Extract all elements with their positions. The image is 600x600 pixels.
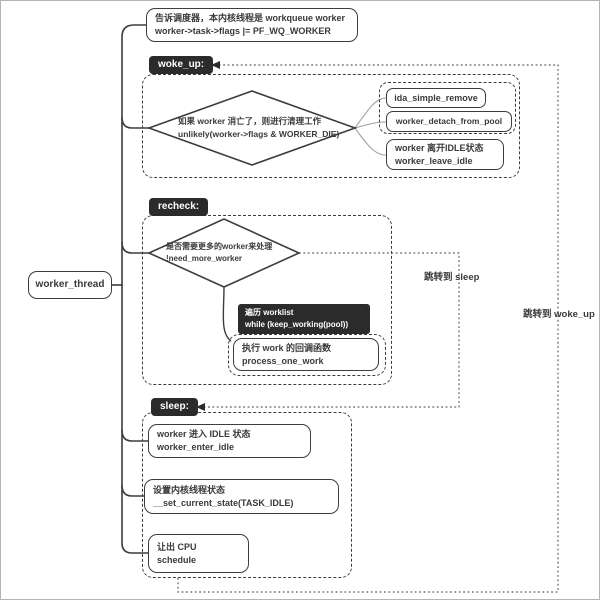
worker-enter-idle-line2: worker_enter_idle [157,442,235,452]
jump-to-sleep-line [205,252,460,408]
process-group [228,334,386,376]
top-note-box: 告诉调度器，本内核线程是 workqueue worker worker->ta… [146,8,358,42]
branch-woke-up [121,116,150,129]
worker-detach-from-pool-node: worker_detach_from_pool [386,111,512,132]
set-current-state-line2: __set_current_state(TASK_IDLE) [153,497,294,508]
worker-enter-idle-line1: worker 进入 IDLE 状态 [157,429,251,440]
top-note-line2: worker->task->flags |= PF_WQ_WORKER [155,26,331,36]
worker-detach-from-pool-label: worker_detach_from_pool [395,115,503,126]
sleep-arrowhead [196,403,205,411]
ida-simple-remove-node: ida_simple_remove [386,88,486,108]
woke-up-group [142,74,520,178]
worker-leave-idle-node: worker 离开IDLE状态 worker_leave_idle [386,139,504,170]
process-one-work-node: 执行 work 的回调函数 process_one_work [233,338,379,371]
loop-worklist-line2: while (keep_working(pool)) [245,320,349,329]
connector-to-leave-idle [354,127,387,156]
branch-set-state [121,484,145,497]
worker-leave-idle-line1: worker 离开IDLE状态 [395,142,484,153]
jump-to-woke-up-label: 跳转到 woke_up [523,309,595,320]
branch-recheck [121,241,150,254]
worker-leave-idle-line2: worker_leave_idle [395,155,473,166]
recheck-label: recheck: [149,198,209,216]
recheck-condition: 是否需要更多的worker来处理 !need_more_worker [166,241,272,265]
woke-up-condition: 如果 worker 消亡了，则进行清理工作 unlikely(worker->f… [178,115,339,141]
top-note-line1: 告诉调度器，本内核线程是 workqueue worker [155,13,346,24]
recheck-condition-line2: !need_more_worker [166,254,243,263]
worker-thread-label: worker_thread [35,279,105,290]
worker-enter-idle-node: worker 进入 IDLE 状态 worker_enter_idle [148,424,311,458]
schedule-line1: 让出 CPU [157,541,197,552]
connector-to-detach [354,121,387,129]
connector-to-ida [354,97,387,129]
woke-up-label: woke_up: [149,56,214,74]
loop-worklist-line1: 遍历 worklist [245,308,294,317]
sleep-label: sleep: [151,398,198,416]
recheck-diamond [147,218,301,288]
jump-to-woke-up-line [177,64,559,593]
recheck-condition-line1: 是否需要更多的worker来处理 [166,242,273,251]
woke-up-condition-line2: unlikely(worker->flags & WORKER_DIE) [178,128,340,139]
jump-to-sleep-label: 跳转到 sleep [424,272,480,283]
sleep-group [142,412,352,578]
process-one-work-line2: process_one_work [242,355,324,366]
worker-thread-node: worker_thread [28,271,112,299]
woke-up-condition-line1: 如果 worker 消亡了，则进行清理工作 [178,116,322,126]
woke-up-arrowhead [211,61,220,69]
main-trunk-line [121,24,149,554]
ida-simple-remove-label: ida_simple_remove [394,92,478,103]
schedule-line2: schedule [157,554,197,565]
process-one-work-line1: 执行 work 的回调函数 [242,342,332,353]
set-current-state-node: 设置内核线程状态 __set_current_state(TASK_IDLE) [144,479,339,514]
recheck-group [142,215,392,385]
schedule-node: 让出 CPU schedule [148,534,249,573]
woke-up-cleanup-group [379,82,516,134]
branch-enter-idle [121,429,149,442]
loop-worklist-node: 遍历 worklist while (keep_working(pool)) [238,304,370,334]
set-current-state-line1: 设置内核线程状态 [153,484,226,495]
woke-up-diamond [146,90,358,166]
